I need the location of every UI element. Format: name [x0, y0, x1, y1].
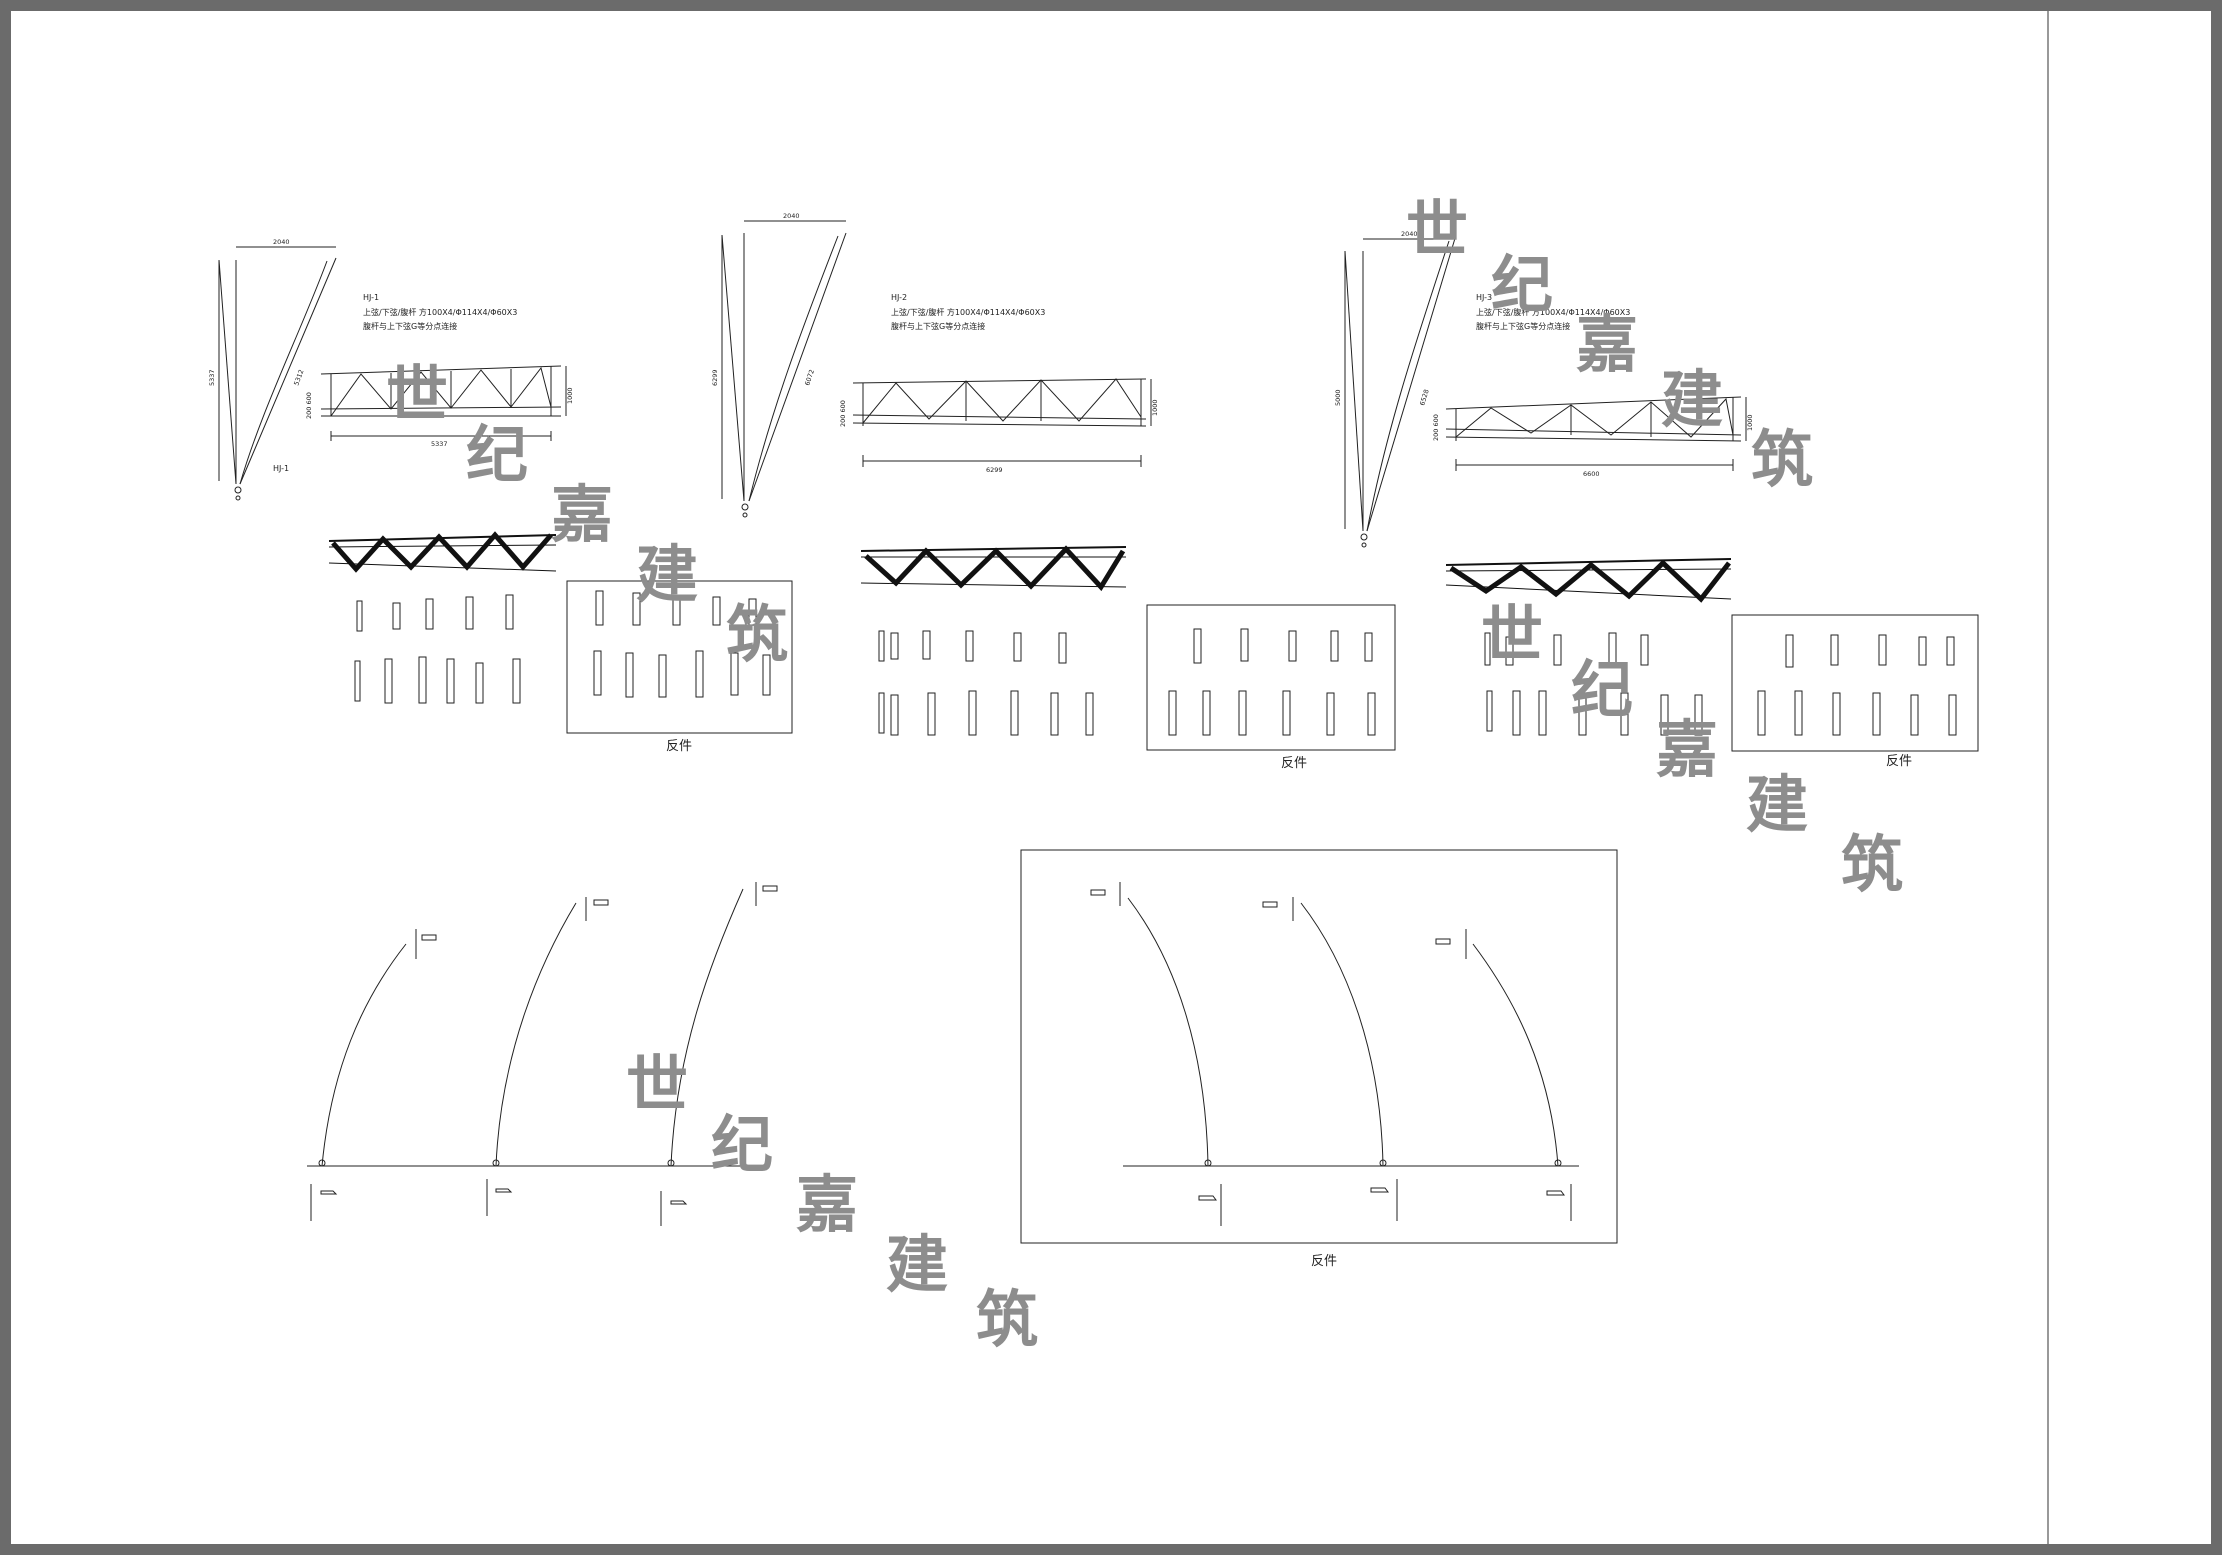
- watermark-top-left: 世 纪 嘉 建 筑: [386, 358, 788, 671]
- truss-elevation: [852, 378, 1152, 467]
- dim-top: 2040: [1401, 230, 1418, 238]
- watermark-char: 建: [886, 1228, 948, 1301]
- dim-depth: 1000: [1151, 399, 1159, 416]
- truss-title: HJ-3: [1476, 293, 1492, 302]
- truss-bold-view: [328, 531, 557, 573]
- watermark-char: 筑: [976, 1283, 1038, 1356]
- dim-height: 6299: [711, 369, 719, 386]
- reverse-parts: [1168, 628, 1376, 736]
- dim-height: 5000: [1334, 389, 1342, 406]
- dim-span: 6299: [986, 466, 1003, 474]
- truss-group-hj2: 2040 6299 6072 HJ-2 上弦/下弦/腹杆 方100X4/Φ114…: [711, 212, 1396, 771]
- dim-span: 5337: [431, 440, 448, 448]
- dim-chord: 6528: [1418, 388, 1430, 406]
- truss-side-view: [1344, 234, 1457, 548]
- arch-group-right: [1090, 882, 1579, 1226]
- truss-title: HJ-2: [891, 293, 907, 302]
- truss-spec-1: 上弦/下弦/腹杆 方100X4/Φ114X4/Φ60X3: [891, 307, 1045, 317]
- truss-side-view: [218, 246, 337, 501]
- parts-list: [878, 630, 1094, 736]
- dim-span: 6600: [1583, 470, 1600, 478]
- truss-bold-view: [860, 545, 1127, 592]
- dim-chord: 6072: [803, 368, 816, 386]
- reverse-parts: [593, 590, 771, 698]
- watermark-char: 筑: [726, 598, 788, 671]
- reverse-box: [1731, 614, 1979, 752]
- truss-side-view: [721, 220, 847, 518]
- truss-spec-1: 上弦/下弦/腹杆 方100X4/Φ114X4/Φ60X3: [363, 307, 517, 317]
- watermark-char: 纪: [1571, 653, 1633, 726]
- watermark-char: 筑: [1841, 828, 1903, 901]
- watermark-char: 嘉: [551, 478, 613, 551]
- watermark-char: 世: [626, 1048, 688, 1121]
- arch-reverse-box: [1020, 849, 1618, 1244]
- reverse-box: [1146, 604, 1396, 751]
- dim-depth: 1000: [1746, 414, 1754, 431]
- watermark-char: 嘉: [1576, 308, 1638, 381]
- truss-elevation: [1445, 396, 1747, 471]
- watermark-top-right: 世 纪 嘉 建 筑: [1406, 193, 1813, 496]
- watermark-char: 筑: [1751, 423, 1813, 496]
- watermark-char: 纪: [1491, 248, 1553, 321]
- dim-depth: 1000: [566, 387, 574, 404]
- watermark-middle-right: 世 纪 嘉 建 筑: [1481, 598, 1903, 901]
- reverse-label: 反件: [1886, 754, 1912, 769]
- watermark-char: 世: [1481, 598, 1543, 671]
- parts-list: [354, 594, 521, 704]
- truss-elevation: [320, 365, 567, 441]
- dim-height: 5337: [208, 369, 216, 386]
- watermark-char: 纪: [711, 1108, 773, 1181]
- watermark-char: 嘉: [796, 1168, 858, 1241]
- dim-ends: 200 600: [839, 400, 847, 427]
- dim-top: 2040: [783, 212, 800, 220]
- dim-chord: 5312: [292, 368, 305, 386]
- reverse-label: 反件: [1281, 756, 1307, 771]
- watermark-char: 世: [386, 358, 448, 431]
- watermark-char: 世: [1406, 193, 1468, 266]
- side-label: HJ-1: [273, 464, 289, 473]
- truss-bold-view: [1445, 558, 1732, 603]
- reverse-box: [566, 580, 793, 734]
- reverse-label: 反件: [666, 739, 692, 754]
- truss-group-hj3: 2040 5000 6528 HJ-3 上弦/下弦/腹杆 方100X4/Φ114…: [1334, 230, 1979, 769]
- truss-group-hj1: 2040 5337 5312 HJ-1 HJ-1 上弦/下弦/腹杆 方100X4…: [208, 238, 793, 754]
- drawing-sheet: 2040 5337 5312 HJ-1 HJ-1 上弦/下弦/腹杆 方100X4…: [11, 11, 2211, 1544]
- watermark-char: 建: [636, 538, 698, 611]
- arch-reverse-label: 反件: [1311, 1254, 1337, 1269]
- truss-title: HJ-1: [363, 293, 379, 302]
- truss-spec-2: 腹杆与上下弦G等分点连接: [1476, 321, 1570, 331]
- truss-spec-1: 上弦/下弦/腹杆 方100X4/Φ114X4/Φ60X3: [1476, 307, 1630, 317]
- reverse-parts: [1757, 634, 1957, 736]
- truss-spec-2: 腹杆与上下弦G等分点连接: [363, 321, 457, 331]
- watermark-bottom: 世 纪 嘉 建 筑: [626, 1048, 1038, 1356]
- dim-ends: 200 600: [305, 392, 313, 419]
- watermark-char: 建: [1661, 363, 1723, 436]
- watermark-char: 纪: [466, 418, 528, 491]
- watermark-char: 嘉: [1656, 713, 1718, 786]
- arch-group-left: [307, 882, 778, 1226]
- dim-ends: 200 600: [1432, 414, 1440, 441]
- cad-drawing: 2040 5337 5312 HJ-1 HJ-1 上弦/下弦/腹杆 方100X4…: [208, 11, 2049, 1544]
- parts-list: [1484, 632, 1703, 736]
- watermark-char: 建: [1746, 768, 1808, 841]
- truss-spec-2: 腹杆与上下弦G等分点连接: [891, 321, 985, 331]
- dim-top: 2040: [273, 238, 290, 246]
